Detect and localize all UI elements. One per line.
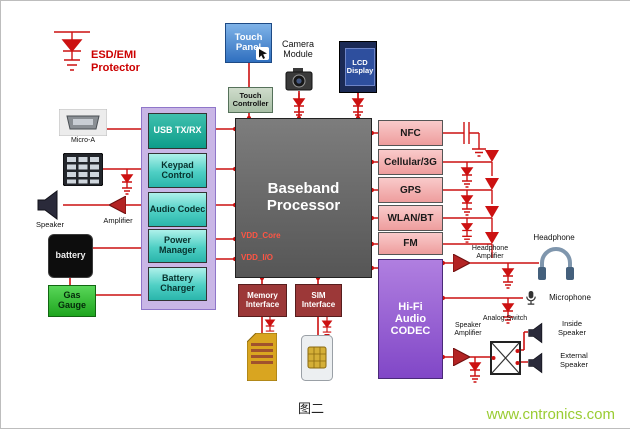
antenna-icon	[485, 150, 499, 176]
esd-protection-icon	[460, 218, 474, 243]
micro-a-label: Micro-A	[70, 137, 96, 144]
analog-switch-icon	[490, 341, 521, 375]
esd-protection-icon	[501, 263, 515, 289]
esd-protection-icon	[292, 93, 306, 119]
touch-panel-label: Touch Panel	[234, 31, 263, 53]
esd-protection-icon	[460, 162, 474, 188]
microphone-label: Microphone	[549, 293, 591, 302]
micro-usb-connector-icon	[59, 109, 107, 136]
esd-emi-protector-icon	[54, 31, 90, 71]
block-sim-interface: SIM Interface	[295, 284, 342, 317]
block-wlan-bt: WLAN/BT	[378, 205, 443, 231]
block-gas-gauge: Gas Gauge	[48, 285, 96, 317]
esd-protection-icon	[501, 298, 515, 324]
camera-module-icon	[285, 68, 313, 91]
external-speaker-label: External Speaker	[560, 351, 588, 369]
vdd-io-label: VDD_I/O	[241, 253, 274, 262]
block-touch-controller: Touch Controller	[228, 87, 273, 113]
camera-module-label: Camera Module	[281, 39, 314, 60]
esd-protection-icon	[460, 190, 474, 216]
vdd-core-label: VDD_Core	[241, 231, 281, 240]
block-audio-codec: Audio Codec	[148, 192, 207, 227]
block-gps: GPS	[378, 177, 443, 203]
esd-protection-icon	[120, 169, 134, 195]
amplifier-icon	[109, 196, 126, 214]
antenna-icon	[485, 206, 499, 232]
headphone-icon	[538, 247, 574, 280]
capacitor-icon	[455, 122, 486, 157]
block-lcd-display: LCD Display	[339, 41, 377, 93]
block-usb-txrx: USB TX/RX	[148, 113, 207, 149]
block-power-manager: Power Manager	[148, 229, 207, 263]
microphone-icon	[526, 290, 536, 305]
watermark: www.cntronics.com	[486, 406, 615, 423]
lcd-display-label: LCD Display	[345, 48, 375, 86]
analog-switch-label: Analog Switch	[482, 315, 528, 322]
headphone-label: Headphone	[533, 233, 575, 242]
microsd-card-icon	[247, 333, 277, 381]
keypad-icon	[63, 153, 103, 186]
baseband-processor-label: Baseband Processor	[266, 180, 341, 214]
esd-protection-icon	[468, 357, 482, 383]
antenna-icon	[485, 232, 499, 258]
antenna-icon	[485, 178, 499, 204]
speaker-label: Speaker	[36, 220, 64, 229]
block-memory-interface: Memory Interface	[238, 284, 287, 317]
block-fm: FM	[378, 232, 443, 255]
inside-speaker-label: Inside Speaker	[558, 319, 586, 337]
speaker-amplifier-icon	[453, 348, 470, 366]
speaker-amplifier-label: Speaker Amplifier	[454, 322, 482, 338]
cursor-icon	[256, 47, 269, 60]
block-nfc: NFC	[378, 120, 443, 146]
inside-speaker-icon	[528, 322, 543, 344]
figure-caption: 图二	[297, 401, 324, 416]
block-baseband-processor: Baseband Processor VDD_Core VDD_I/O	[235, 118, 372, 278]
headphone-amplifier-label: Headphone Amplifier	[471, 245, 509, 261]
esd-protection-icon	[351, 93, 365, 119]
sim-card-icon	[301, 335, 333, 381]
battery-image: battery	[48, 234, 93, 278]
block-battery-charger: Battery Charger	[148, 267, 207, 301]
amplifier-label: Amplifier	[103, 216, 133, 225]
block-keypad-control: Keypad Control	[148, 153, 207, 188]
block-touch-panel: Touch Panel	[225, 23, 272, 63]
external-speaker-icon	[528, 352, 543, 374]
speaker-icon	[37, 190, 58, 220]
block-cellular-3g: Cellular/3G	[378, 149, 443, 175]
block-hifi-audio-codec: Hi-Fi Audio CODEC	[378, 259, 443, 379]
esd-protection-icon	[321, 316, 333, 338]
esd-emi-protector-label: ESD/EMI Protector	[91, 49, 140, 74]
headphone-amplifier-icon	[453, 254, 470, 272]
